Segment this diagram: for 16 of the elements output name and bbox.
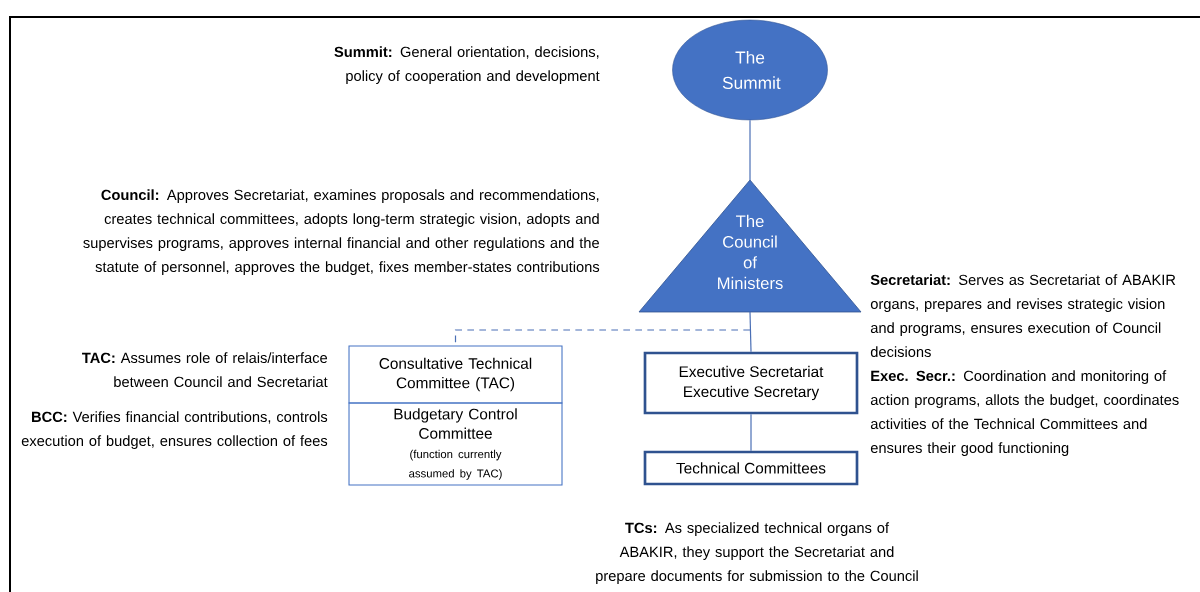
connector-line — [749, 311, 752, 353]
description-text: Secretariat: Serves as Secretariat of ABAKIR organs, prepares and revises strategic vision and programs, ensures execution of Council decisions — [870, 274, 1176, 358]
committee-box: Budgetary Control Committee (function currently assumed by TAC) — [348, 402, 563, 486]
connector-line — [749, 119, 751, 181]
description-text: Exec. Secr.: Coordination and monitoring of action programs, allots the budget, coordinates activities of the Technical Committees and ensures their good functioning — [870, 370, 1179, 456]
description-text: TCs: As specialized technical organs of ABAKIR, they support the Secretariat and prepare documents for submission to the Council — [596, 522, 918, 584]
ellipse-node: The Summit — [672, 19, 828, 121]
description-text: Council: Approves Secretariat, examines proposals and recommendations, creates technical committees, adopts long-term strategic vision, adopts and supervises programs, approves internal financial and other regulations and the statute of personnel, approves the budget, fixes member-states contributions — [83, 189, 600, 275]
description-text: TAC: Assumes role of relais/interface between Council and Secretariat — [82, 352, 328, 388]
organ-box: Executive Secretariat Executive Secretary — [643, 351, 859, 415]
organ-box: Technical Committees — [643, 450, 859, 486]
description-text: BCC: Verifies financial contributions, controls execution of budget, ensures collection of fees — [21, 411, 328, 449]
description-text: Summit: General orientation, decisions, policy of cooperation and development — [334, 46, 600, 84]
connector-line — [750, 413, 752, 452]
committee-box: Consultative Technical Committee (TAC) — [348, 345, 563, 404]
triangle-node: The Council of Ministers — [638, 179, 862, 313]
